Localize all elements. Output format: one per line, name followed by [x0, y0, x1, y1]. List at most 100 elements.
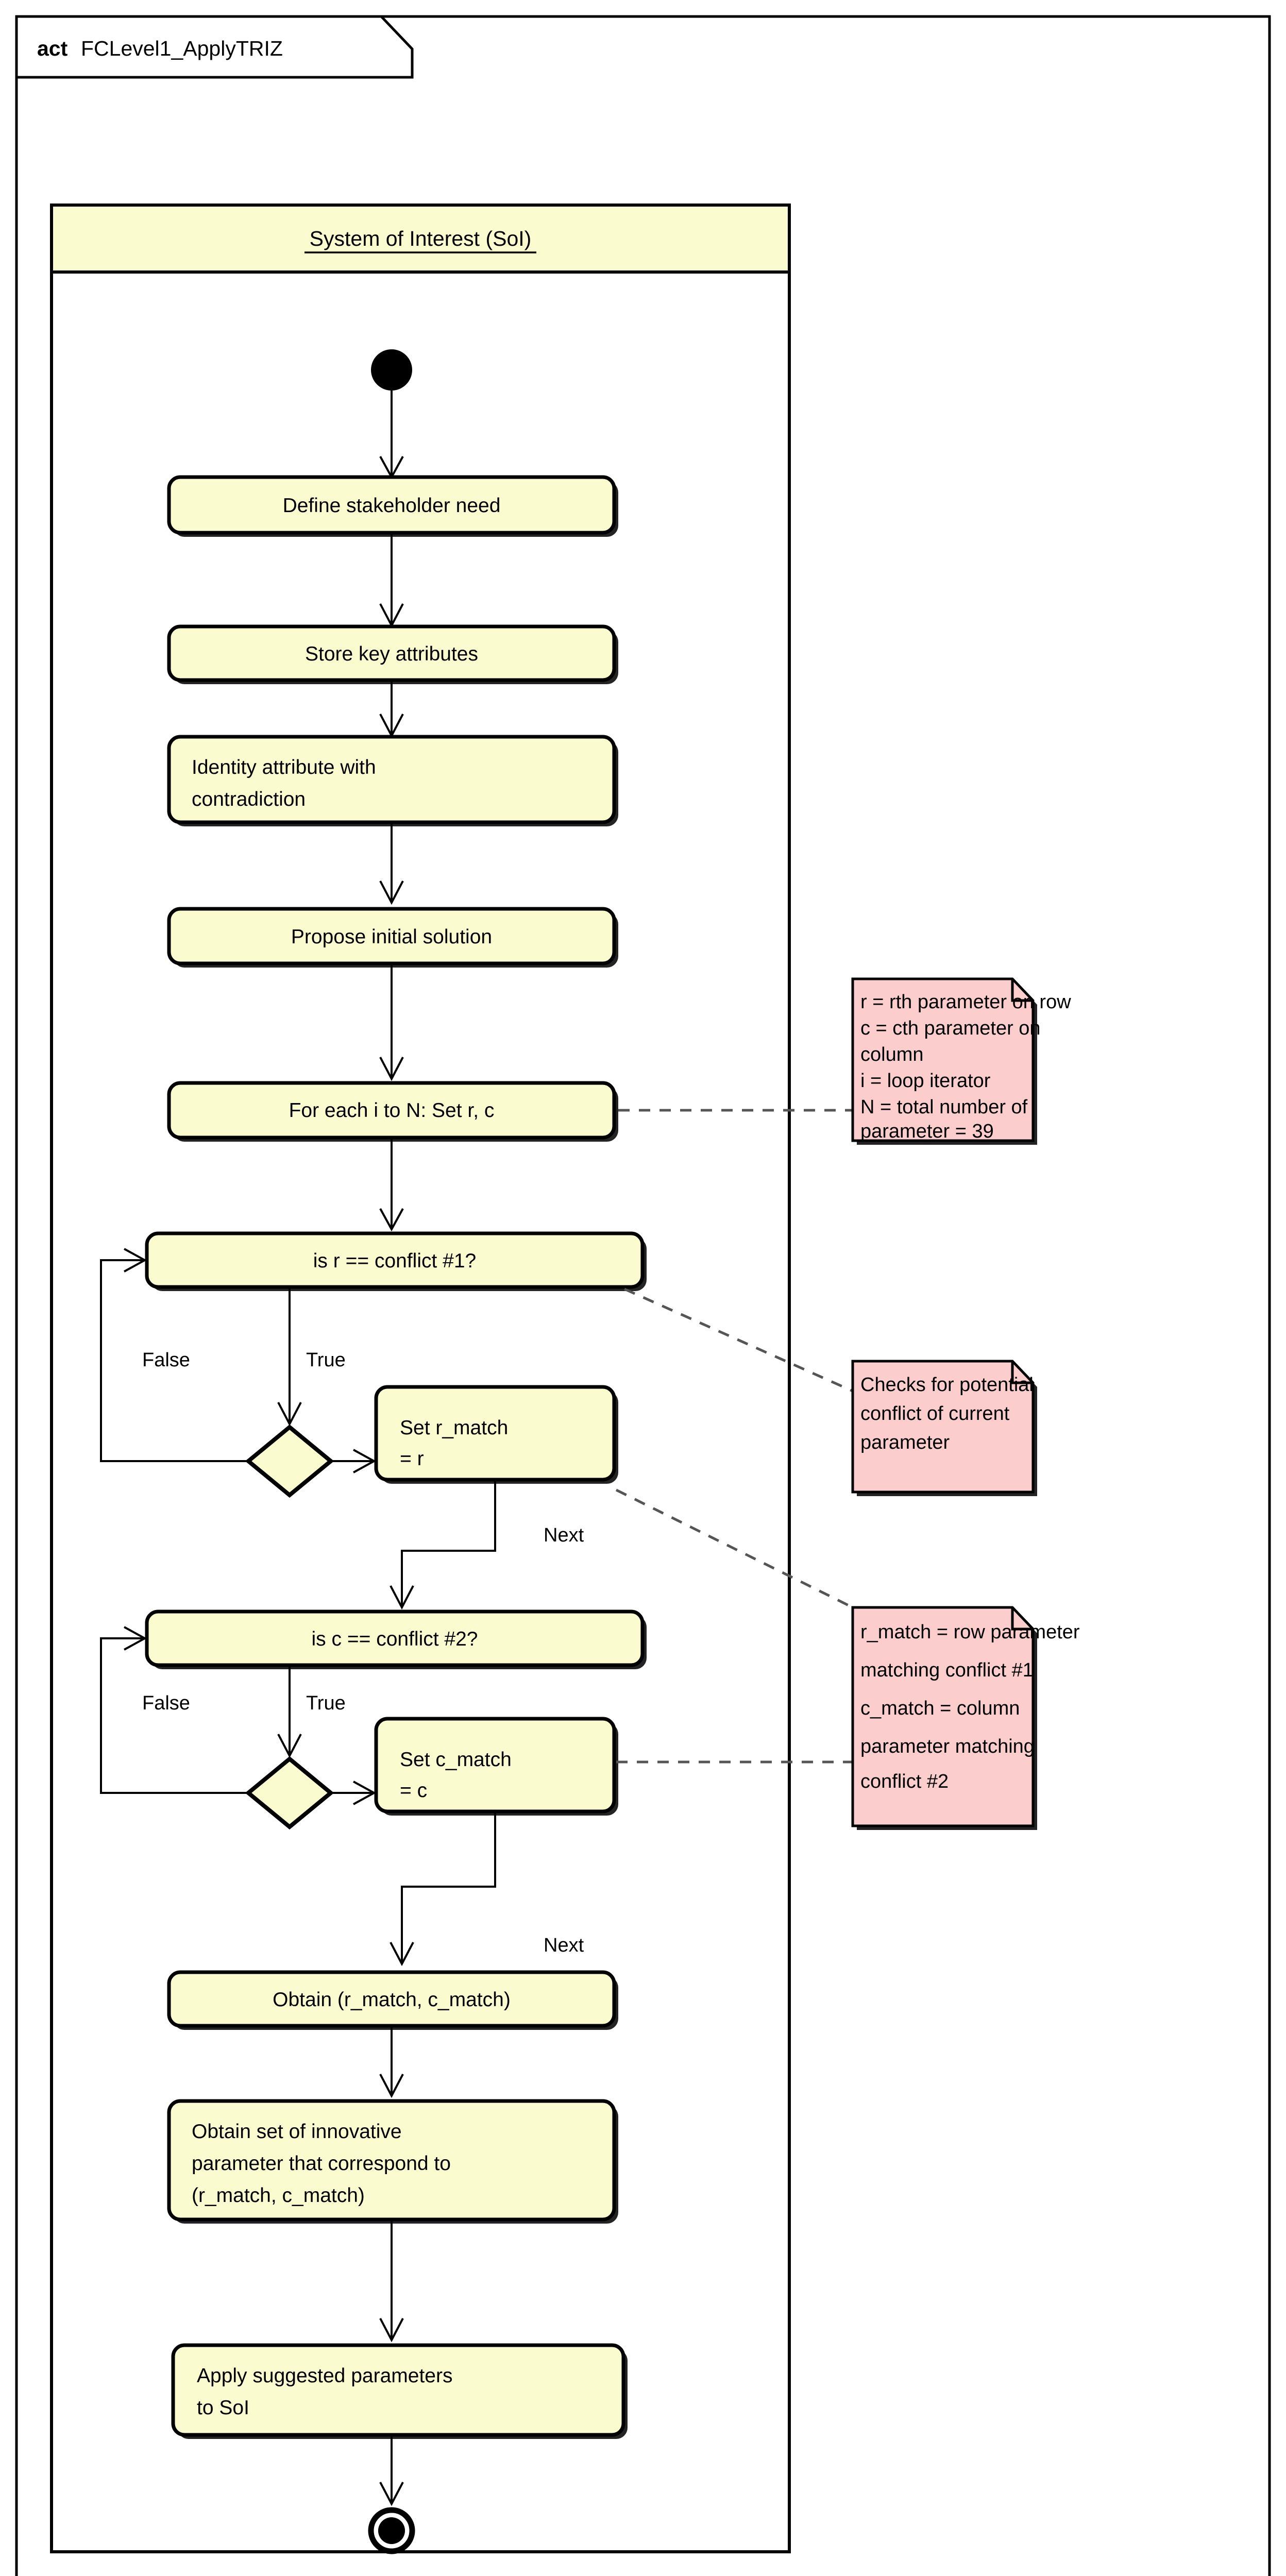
- decision-fill: [248, 1427, 331, 1495]
- activity-fill: [169, 1083, 614, 1138]
- activity-fill: [173, 2345, 623, 2435]
- note-link-set-r-match-to-note3: [615, 1488, 854, 1609]
- frame-name-label: FCLevel1_ApplyTRIZ: [81, 37, 283, 60]
- activity-fill: [147, 1233, 642, 1287]
- activity-define-stakeholder-need[interactable]: Define stakeholder need: [167, 475, 618, 537]
- note-border: [851, 977, 1035, 1142]
- note-line-2: c = cth parameter on: [860, 1018, 1041, 1039]
- activity-apply-suggested-parameters[interactable]: Apply suggested parameters to SoI: [171, 2343, 628, 2439]
- decision-fill: [248, 1759, 331, 1827]
- note-fill: [853, 1607, 1033, 1826]
- note-fold-icon: [1011, 1361, 1033, 1384]
- activity-border: [171, 2343, 625, 2437]
- flow-obtain-set-to-apply: [379, 2219, 404, 2343]
- note-line-1: r = rth parameter on row: [860, 991, 1071, 1013]
- note-line-2: conflict of current: [860, 1403, 1010, 1425]
- activity-set-c-match[interactable]: Set c_match = c: [374, 1717, 618, 1816]
- initial-node-dot: [371, 349, 412, 391]
- diagram-frame: act FCLevel1_ApplyTRIZ: [15, 15, 1271, 2576]
- activity-is-r-equals-conflict-1[interactable]: is r == conflict #1?: [145, 1231, 647, 1291]
- flow-decision-1-true: True: [306, 1349, 377, 1473]
- edge-label-false-1: False: [142, 1349, 190, 1371]
- activity-label: is r == conflict #1?: [313, 1250, 477, 1272]
- flow-store-to-identity: [379, 680, 404, 738]
- edge-label-false-2: False: [142, 1692, 190, 1714]
- flow-decision-2-true: True: [306, 1692, 377, 1805]
- activity-fill: [376, 1719, 614, 1811]
- activity-is-c-equals-conflict-2[interactable]: is c == conflict #2?: [145, 1609, 647, 1669]
- activity-label-line2: contradiction: [192, 788, 306, 810]
- partition-header-border: [50, 204, 791, 274]
- activity-fill: [169, 909, 614, 963]
- activity-store-key-attributes[interactable]: Store key attributes: [167, 624, 618, 684]
- activity-label-line1: Set r_match: [400, 1417, 508, 1439]
- note-line-1: r_match = row parameter: [860, 1621, 1080, 1643]
- flow-foreach-to-is-r-conflict: [379, 1138, 404, 1232]
- activity-label-line2: = r: [400, 1448, 424, 1470]
- edge-label-next-2: Next: [544, 1935, 584, 1956]
- note-line-5: N = total number of: [860, 1096, 1028, 1118]
- flow-decision-2-false-loopback: False: [100, 1626, 248, 1794]
- partition-title: System of Interest (SoI): [310, 227, 532, 250]
- activity-label-line1: Set c_match: [400, 1749, 512, 1771]
- note-link-is-r-to-note2: [623, 1287, 854, 1393]
- frame-name-tab: [15, 15, 414, 79]
- activity-obtain-r-match-c-match[interactable]: Obtain (r_match, c_match): [167, 1970, 618, 2030]
- note-line-5: conflict #2: [860, 1771, 949, 1792]
- decision-node-2[interactable]: [245, 1756, 334, 1830]
- note-line-6: parameter = 39: [860, 1121, 994, 1142]
- note-border: [851, 1360, 1035, 1494]
- activity-label-line1: Apply suggested parameters: [197, 2365, 452, 2387]
- note-border: [851, 1606, 1035, 1827]
- activity-fill: [169, 477, 614, 533]
- activity-label-line2: parameter that correspond to: [192, 2153, 451, 2175]
- edge-label-true-1: True: [306, 1349, 346, 1371]
- initial-node: [371, 349, 412, 391]
- flow-decision-1-false-loopback: False: [100, 1248, 248, 1462]
- note-line-4: parameter matching: [860, 1736, 1035, 1757]
- activity-set-r-match[interactable]: Set r_match = r: [374, 1385, 618, 1484]
- activity-label-line2: to SoI: [197, 2397, 249, 2419]
- decision-border: [245, 1756, 334, 1830]
- activity-fill: [147, 1612, 642, 1665]
- final-node: [368, 2507, 415, 2554]
- activity-obtain-set-of-innovative-parameter[interactable]: Obtain set of innovative parameter that …: [167, 2099, 618, 2224]
- flow-propose-to-foreach: [379, 963, 404, 1081]
- note-line-3: parameter: [860, 1432, 950, 1453]
- activity-fill: [169, 626, 614, 680]
- activity-label: Define stakeholder need: [283, 495, 501, 517]
- activity-label: For each i to N: Set r, c: [289, 1099, 495, 1122]
- flow-define-to-store: [379, 533, 404, 628]
- activity-label: Obtain (r_match, c_match): [273, 1989, 511, 2011]
- note-line-2: matching conflict #1: [860, 1659, 1034, 1681]
- edge-label-true-2: True: [306, 1692, 346, 1714]
- flow-is-r-to-decision-1: [277, 1287, 302, 1427]
- activity-fill: [169, 737, 614, 822]
- activity-label-line2: = c: [400, 1780, 427, 1802]
- decision-node-1[interactable]: [245, 1424, 334, 1498]
- activity-label: is c == conflict #2?: [311, 1628, 478, 1650]
- flow-identity-to-propose: [379, 822, 404, 905]
- decision-border: [245, 1424, 334, 1498]
- note-line-3: c_match = column: [860, 1698, 1020, 1719]
- frame-kind-label: act: [37, 37, 68, 60]
- activity-for-each-i-to-n-set-r-c[interactable]: For each i to N: Set r, c: [167, 1081, 618, 1142]
- activity-propose-initial-solution[interactable]: Propose initial solution: [167, 907, 618, 968]
- activity-label-line1: Obtain set of innovative: [192, 2121, 402, 2143]
- note-fold-icon: [1011, 979, 1033, 1002]
- note-parameter-definitions: r = rth parameter on row c = cth paramet…: [851, 977, 1071, 1145]
- flow-next-2-to-obtain: Next: [390, 1811, 584, 1967]
- frame-border: [15, 15, 1271, 2576]
- activity-identity-attribute-with-contradiction[interactable]: Identity attribute with contradiction: [167, 735, 618, 826]
- note-checks-for-potential-conflict: Checks for potential conflict of current…: [851, 1360, 1037, 1496]
- note-line-1: Checks for potential: [860, 1374, 1034, 1396]
- note-fill: [853, 1361, 1033, 1492]
- partition-header-fill: [53, 207, 788, 270]
- note-line-4: i = loop iterator: [860, 1070, 991, 1092]
- flow-start-to-define-stakeholder-need: [379, 391, 404, 480]
- edge-label-next-1: Next: [544, 1524, 584, 1546]
- activity-label-line3: (r_match, c_match): [192, 2184, 365, 2207]
- note-line-3: column: [860, 1044, 924, 1065]
